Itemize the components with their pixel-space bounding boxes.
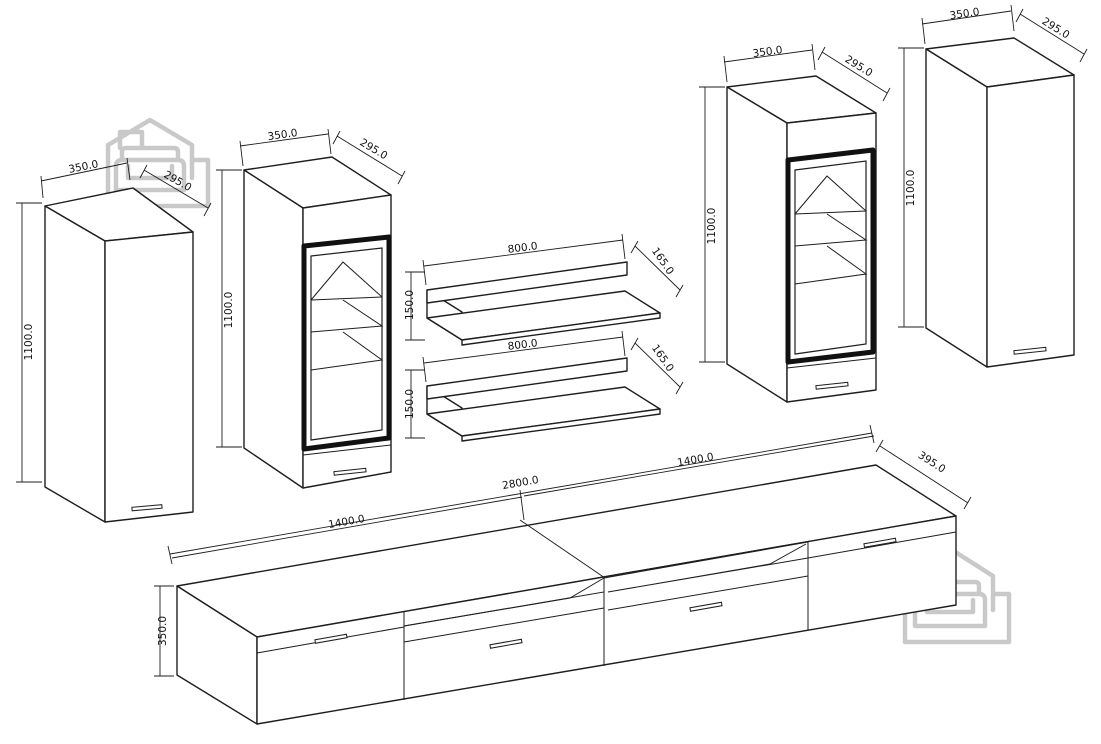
shelf-bottom: 800.0 165.0 150.0 bbox=[404, 330, 684, 442]
flap-handle-right bbox=[863, 537, 897, 548]
cabinet-side bbox=[726, 86, 788, 403]
dim-label: 1400.0 bbox=[327, 513, 365, 531]
left-cabinet-width-dim: 350.0 bbox=[40, 157, 131, 199]
dim-label: 800.0 bbox=[507, 240, 538, 256]
door-handle bbox=[131, 504, 163, 512]
glass-door bbox=[310, 247, 383, 441]
flap-handle-left bbox=[314, 633, 348, 644]
drawer-handle-right bbox=[689, 601, 723, 612]
right-open-shelf bbox=[603, 541, 809, 611]
shelf-front-edge bbox=[461, 408, 661, 442]
glass-shelves bbox=[794, 175, 868, 285]
drawer-handle bbox=[333, 467, 367, 476]
dim-label: 150.0 bbox=[404, 290, 416, 320]
shelf-back bbox=[426, 357, 628, 400]
right-flap-edge bbox=[807, 531, 957, 559]
dim-label: 1100.0 bbox=[905, 170, 917, 207]
left-open-shelf-back bbox=[403, 577, 605, 627]
house-sofa-logo-icon bbox=[105, 117, 211, 209]
glass-shelves bbox=[310, 261, 384, 371]
tv-stand-front bbox=[256, 515, 957, 725]
drawer-edge bbox=[302, 444, 392, 456]
left-cabinet-height-dim: 1100.0 bbox=[16, 202, 42, 483]
shelf-bottom-width-dim: 800.0 bbox=[422, 330, 626, 383]
glass-right-width-dim: 350.0 bbox=[723, 43, 816, 83]
door-handle bbox=[1013, 346, 1047, 355]
dim-label: 1100.0 bbox=[23, 324, 35, 361]
cabinet-door bbox=[986, 74, 1075, 368]
module-join-line bbox=[519, 519, 606, 579]
drawer-handle bbox=[815, 381, 849, 390]
glass-left-width-dim: 350.0 bbox=[239, 127, 332, 167]
dim-label: 350.0 bbox=[752, 44, 783, 60]
dim-label: 350.0 bbox=[949, 6, 980, 22]
right-cabinet-width-dim: 350.0 bbox=[921, 4, 1015, 45]
shelf-top-height-dim: 150.0 bbox=[404, 271, 425, 341]
shelf-front-edge bbox=[461, 312, 661, 346]
tv-stand-right-half-dim: 1400.0 bbox=[523, 435, 875, 497]
shelf-back bbox=[426, 261, 628, 304]
glass-door-frame bbox=[301, 234, 392, 452]
glass-cabinet-right: 350.0 295.0 1100.0 bbox=[699, 43, 891, 403]
module-dividers bbox=[403, 542, 809, 700]
drawer-handle-left bbox=[489, 638, 523, 649]
dim-label: 295.0 bbox=[1040, 15, 1072, 41]
cabinet-door bbox=[104, 231, 194, 523]
glass-left-height-dim: 1100.0 bbox=[216, 169, 242, 448]
cabinet-side bbox=[243, 169, 304, 489]
tv-stand-height-dim: 350.0 bbox=[154, 585, 174, 677]
dim-label: 2800.0 bbox=[501, 474, 539, 492]
cabinet-side bbox=[44, 205, 106, 523]
dim-label: 150.0 bbox=[404, 389, 416, 419]
glass-cabinet-left: 350.0 295.0 1100.0 bbox=[216, 127, 406, 489]
shelf-bottom-height-dim: 150.0 bbox=[404, 369, 425, 439]
glass-door bbox=[794, 160, 867, 355]
dim-label: 350.0 bbox=[157, 616, 169, 646]
glass-right-height-dim: 1100.0 bbox=[699, 86, 725, 363]
shelf-top-depth-dim: 165.0 bbox=[630, 240, 684, 298]
right-cabinet: 350.0 295.0 1100.0 bbox=[898, 4, 1088, 368]
dim-label: 350.0 bbox=[267, 127, 298, 143]
dim-label: 350.0 bbox=[68, 158, 100, 176]
shelf-top-width-dim: 800.0 bbox=[422, 233, 626, 286]
watermark-logo-top-left bbox=[105, 117, 211, 209]
right-cabinet-height-dim: 1100.0 bbox=[898, 47, 924, 328]
cabinet-side bbox=[925, 48, 988, 368]
drawer-edge bbox=[786, 357, 877, 369]
dim-label: 1100.0 bbox=[223, 292, 235, 329]
shelf-top: 800.0 165.0 150.0 bbox=[404, 233, 684, 346]
glass-door-frame bbox=[785, 147, 876, 365]
shelf-bottom-depth-dim: 165.0 bbox=[630, 337, 684, 395]
left-cabinet: 350.0 295.0 1100.0 bbox=[16, 157, 212, 523]
dim-label: 1100.0 bbox=[706, 208, 718, 245]
dim-label: 800.0 bbox=[507, 337, 538, 353]
